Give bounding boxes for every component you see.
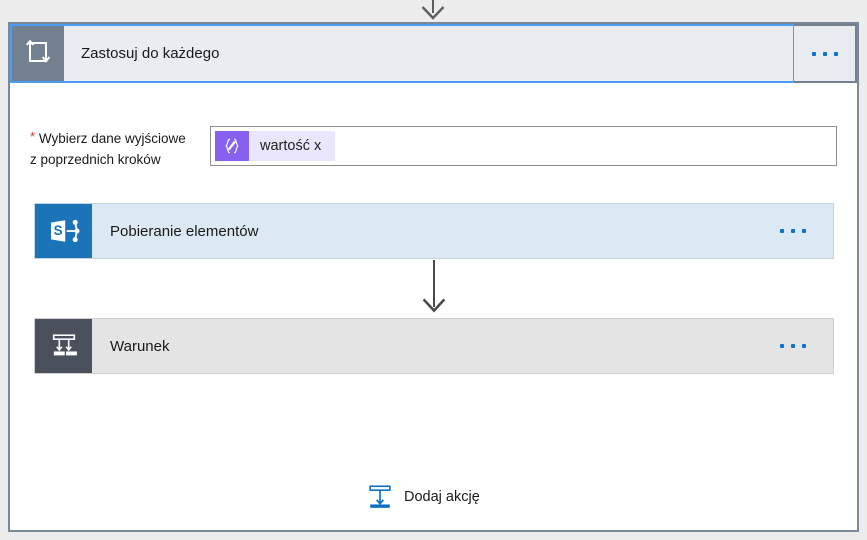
action-overflow-menu-button[interactable]: [753, 319, 833, 373]
connector-line: [432, 0, 434, 13]
required-asterisk: *: [30, 129, 36, 144]
insert-step-icon: [366, 483, 394, 511]
parameter-label-line1: Wybierz dane wyjściowe: [38, 131, 186, 146]
scope-overflow-menu-button[interactable]: [794, 24, 857, 83]
apply-to-each-scope-card: Zastosuj do każdego * Wybierz dane wyjśc…: [8, 22, 859, 532]
scope-title: Zastosuj do każdego: [81, 45, 220, 62]
action-card-sharepoint-get-items[interactable]: S Pobieranie elementów: [34, 203, 834, 259]
add-action-label: Dodaj akcję: [404, 489, 480, 505]
arrow-down-icon: [422, 298, 446, 314]
token-label: wartość x: [260, 138, 322, 154]
parameter-label: * Wybierz dane wyjściowe z poprzednich k…: [30, 128, 210, 170]
loop-repeat-icon: [12, 26, 64, 81]
scope-header: Zastosuj do każdego: [10, 24, 857, 83]
add-action-button[interactable]: Dodaj akcję: [366, 477, 480, 517]
connector-line: [433, 260, 435, 307]
action-connector: [10, 260, 857, 318]
action-title: Pobieranie elementów: [110, 222, 259, 240]
sharepoint-icon: S: [35, 204, 92, 258]
ellipsis-icon: [780, 229, 806, 233]
top-connector: [0, 0, 867, 22]
action-card-condition[interactable]: Warunek: [34, 318, 834, 374]
action-title: Warunek: [110, 337, 170, 355]
parameter-label-line2: z poprzednich kroków: [30, 152, 161, 167]
arrow-down-icon: [421, 6, 445, 21]
condition-branch-icon: [35, 319, 92, 373]
expression-braces-icon: [215, 131, 249, 161]
scope-header-title-bar[interactable]: Zastosuj do każdego: [10, 24, 794, 83]
dynamic-content-token[interactable]: wartość x: [215, 131, 336, 161]
select-output-input[interactable]: wartość x: [210, 126, 837, 166]
ellipsis-icon: [811, 51, 838, 56]
scope-parameter-row: * Wybierz dane wyjściowe z poprzednich k…: [10, 83, 857, 181]
ellipsis-icon: [780, 344, 806, 348]
action-overflow-menu-button[interactable]: [753, 204, 833, 258]
svg-text:S: S: [53, 223, 62, 238]
